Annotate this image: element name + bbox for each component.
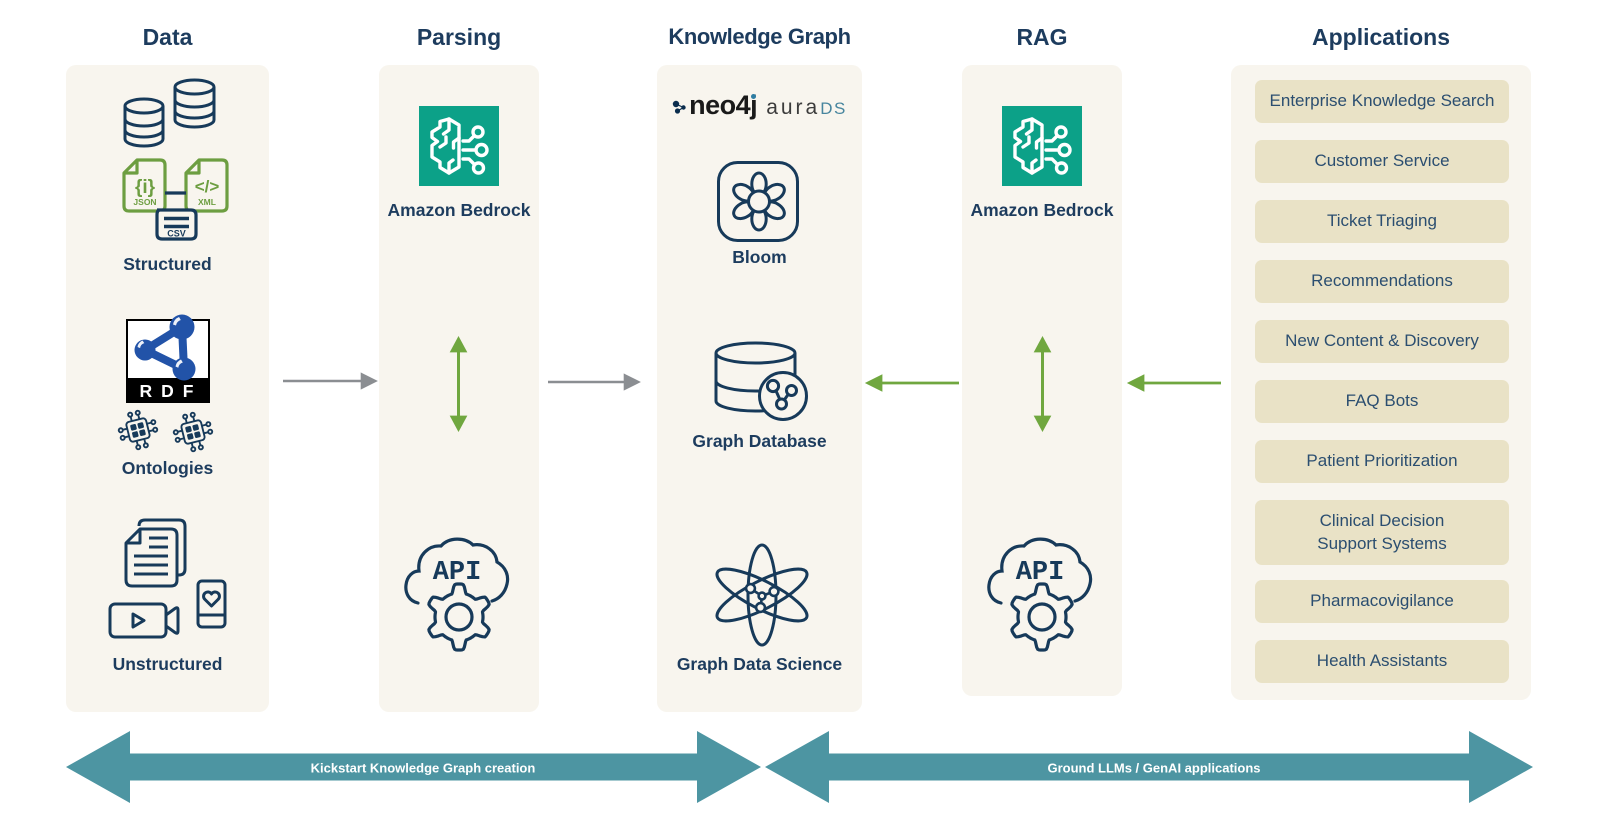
- svg-text:XML: XML: [198, 197, 216, 207]
- svg-text:{i}: {i}: [135, 177, 156, 198]
- svg-text:</>: </>: [195, 177, 220, 196]
- svg-text:RDF: RDF: [140, 381, 203, 401]
- svg-text:Ground LLMs / GenAI applicatio: Ground LLMs / GenAI applications: [1047, 761, 1260, 776]
- svg-text:JSON: JSON: [133, 197, 156, 207]
- svg-text:CSV: CSV: [167, 229, 186, 239]
- svg-text:Kickstart Knowledge Graph crea: Kickstart Knowledge Graph creation: [311, 761, 536, 776]
